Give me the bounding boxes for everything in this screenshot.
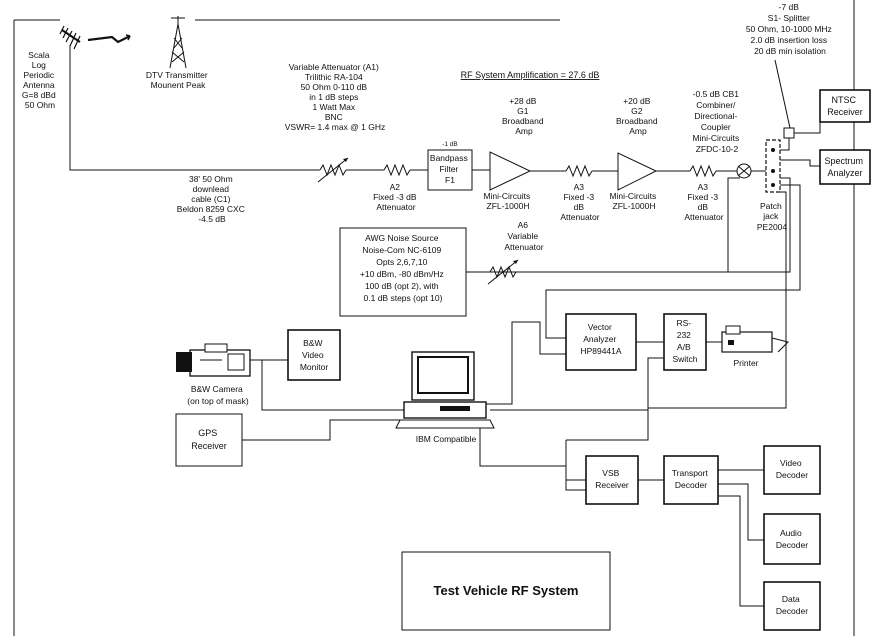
printer-icon (721, 325, 789, 353)
video-decoder (763, 445, 821, 495)
a6-label: A6 Variable Attenuator (504, 220, 543, 252)
broadband-amp-g2 (617, 152, 658, 191)
broadband-amp-g1 (489, 151, 532, 191)
dtv-transmitter-tower-icon (169, 16, 187, 69)
gps-receiver-label: GPS Receiver (191, 428, 227, 451)
g2-model-label: Mini-Circuits ZFL-1000H (609, 191, 658, 211)
filter-label: Bandpass Filter F1 (430, 153, 470, 185)
transport-decoder-label: Transport Decoder (672, 468, 710, 490)
fixed-attenuator-a2-symbol (383, 163, 411, 177)
g1-model-label: Mini-Circuits ZFL-1000H (483, 191, 532, 211)
system-title-box (401, 551, 611, 631)
data-decoder (763, 581, 821, 631)
audio-decoder (763, 513, 821, 565)
ibm-computer-icon (395, 351, 495, 429)
g2-label: +20 dB G2 Broadband Amp (616, 96, 660, 136)
spectrum-analyzer-label: Spectrum Analyzer (824, 156, 865, 178)
vsb-receiver-label: VSB Receiver (595, 468, 629, 490)
combiner-label: -0.5 dB CB1 Combiner/ Directional- Coupl… (692, 89, 741, 154)
splitter-pointer (774, 59, 791, 129)
vsb-receiver (585, 455, 639, 505)
patch-jack-panel (765, 139, 781, 193)
video-decoder-label: Video Decoder (776, 458, 808, 480)
cable-label: 38' 50 Ohm downlead cable (C1) Beldon 82… (177, 174, 247, 224)
vector-analyzer-label: Vector Analyzer HP89441A (580, 322, 621, 356)
computer-label: IBM Compatible (416, 434, 477, 444)
var-attenuator-a1-label: Variable Attenuator (A1) Trilithic RA-10… (285, 62, 386, 132)
ntsc-receiver (819, 89, 871, 123)
splitter-s1 (783, 127, 795, 139)
system-amplification-label: RF System Amplification = 27.6 dB (461, 70, 600, 80)
fixed-attenuator-a3-second-symbol (689, 164, 717, 178)
fixed-attenuator-a3-first-symbol (565, 164, 593, 178)
rf-signal-bolt-icon (87, 35, 131, 44)
diagram-border (13, 19, 560, 636)
a3-first-label: A3 Fixed -3 dB Attenuator (560, 182, 599, 222)
bw-video-monitor (287, 329, 341, 381)
transport-decoder (663, 455, 719, 505)
antenna-label: Scala Log Periodic Antenna G=8 dBd 50 Oh… (22, 50, 58, 110)
ntsc-receiver-label: NTSC Receiver (827, 95, 863, 117)
patch-jack-label: Patch jack PE2004 (757, 201, 788, 232)
noise-source-label: AWG Noise Source Noise-Com NC-6109 Opts … (360, 233, 446, 303)
spectrum-analyzer (819, 149, 871, 185)
audio-decoder-label: Audio Decoder (776, 528, 808, 550)
a2-label: A2 Fixed -3 dB Attenuator (373, 182, 419, 212)
bw-camera-icon (176, 343, 251, 377)
rs232-ab-switch (663, 313, 707, 371)
log-periodic-antenna-icon (59, 25, 81, 50)
gps-receiver (175, 413, 243, 467)
rs232-switch-label: RS- 232 A/B Switch (672, 318, 697, 364)
bandpass-filter-f1 (427, 149, 473, 191)
g1-label: +28 dB G1 Broadband Amp (502, 96, 546, 136)
data-decoder-label: Data Decoder (776, 594, 808, 616)
variable-attenuator-a6-symbol (489, 265, 534, 279)
bw-camera-label: B&W Camera (on top of mask) (187, 384, 249, 406)
bw-monitor-label: B&W Video Monitor (300, 338, 329, 372)
splitter-label: -7 dB S1- Splitter 50 Ohm, 10-1000 MHz 2… (746, 2, 834, 56)
filter-gain-label: -1 dB (442, 141, 458, 148)
system-title: Test Vehicle RF System (434, 583, 579, 598)
a3-second-label: A3 Fixed -3 dB Attenuator (684, 182, 723, 222)
transmitter-label: DTV Transmitter Mounent Peak (146, 70, 210, 90)
printer-label: Printer (733, 358, 758, 368)
downlead-cable (69, 45, 320, 171)
